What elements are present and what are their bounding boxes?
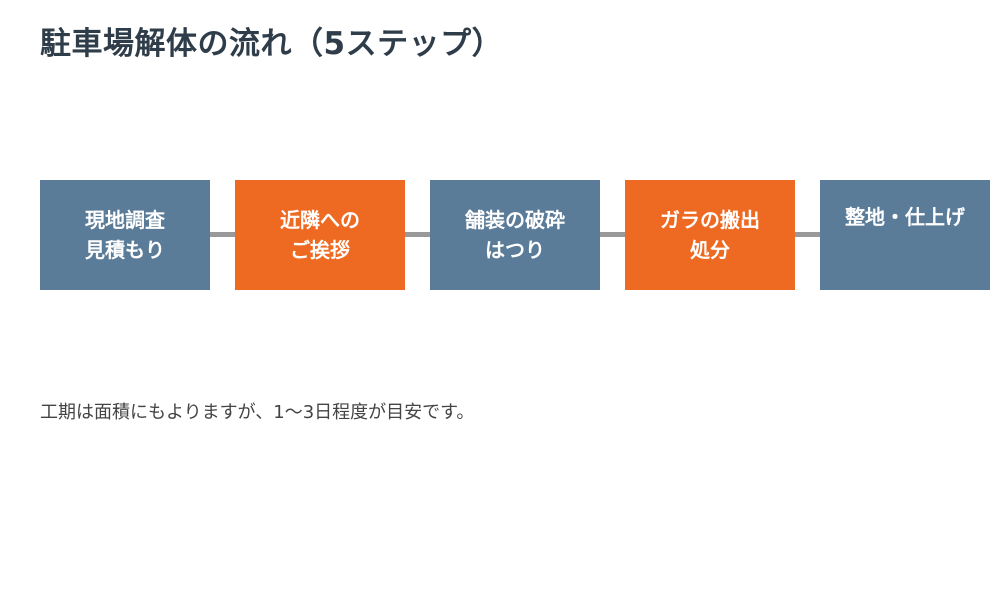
step-4-box: ガラの搬出 処分 bbox=[625, 180, 795, 290]
step-3-line-2: はつり bbox=[485, 238, 545, 262]
step-5-box: 整地・仕上げ bbox=[820, 180, 990, 290]
step-1-box: 現地調査 見積もり bbox=[40, 180, 210, 290]
step-2-line-2: ご挨拶 bbox=[290, 238, 350, 262]
step-1-line-1: 現地調査 bbox=[85, 208, 165, 232]
step-2-line-1: 近隣への bbox=[280, 208, 360, 232]
step-3-box: 舗装の破砕 はつり bbox=[430, 180, 600, 290]
step-1-line-2: 見積もり bbox=[85, 238, 165, 262]
connector-2-3 bbox=[405, 232, 431, 237]
step-5-line-1: 整地・仕上げ bbox=[845, 205, 965, 229]
connector-3-4 bbox=[600, 232, 626, 237]
step-2-box: 近隣への ご挨拶 bbox=[235, 180, 405, 290]
connector-1-2 bbox=[210, 232, 236, 237]
duration-note: 工期は面積にもよりますが、1〜3日程度が目安です。 bbox=[40, 402, 475, 423]
step-4-line-2: 処分 bbox=[690, 238, 730, 262]
step-4-line-1: ガラの搬出 bbox=[660, 208, 760, 232]
connector-4-5 bbox=[795, 232, 821, 237]
step-3-line-1: 舗装の破砕 bbox=[465, 208, 565, 232]
flow-diagram: 現地調査 見積もり 近隣への ご挨拶 舗装の破砕 はつり ガラの搬出 処分 整地… bbox=[40, 180, 990, 290]
page-title: 駐車場解体の流れ（5ステップ） bbox=[40, 26, 504, 62]
